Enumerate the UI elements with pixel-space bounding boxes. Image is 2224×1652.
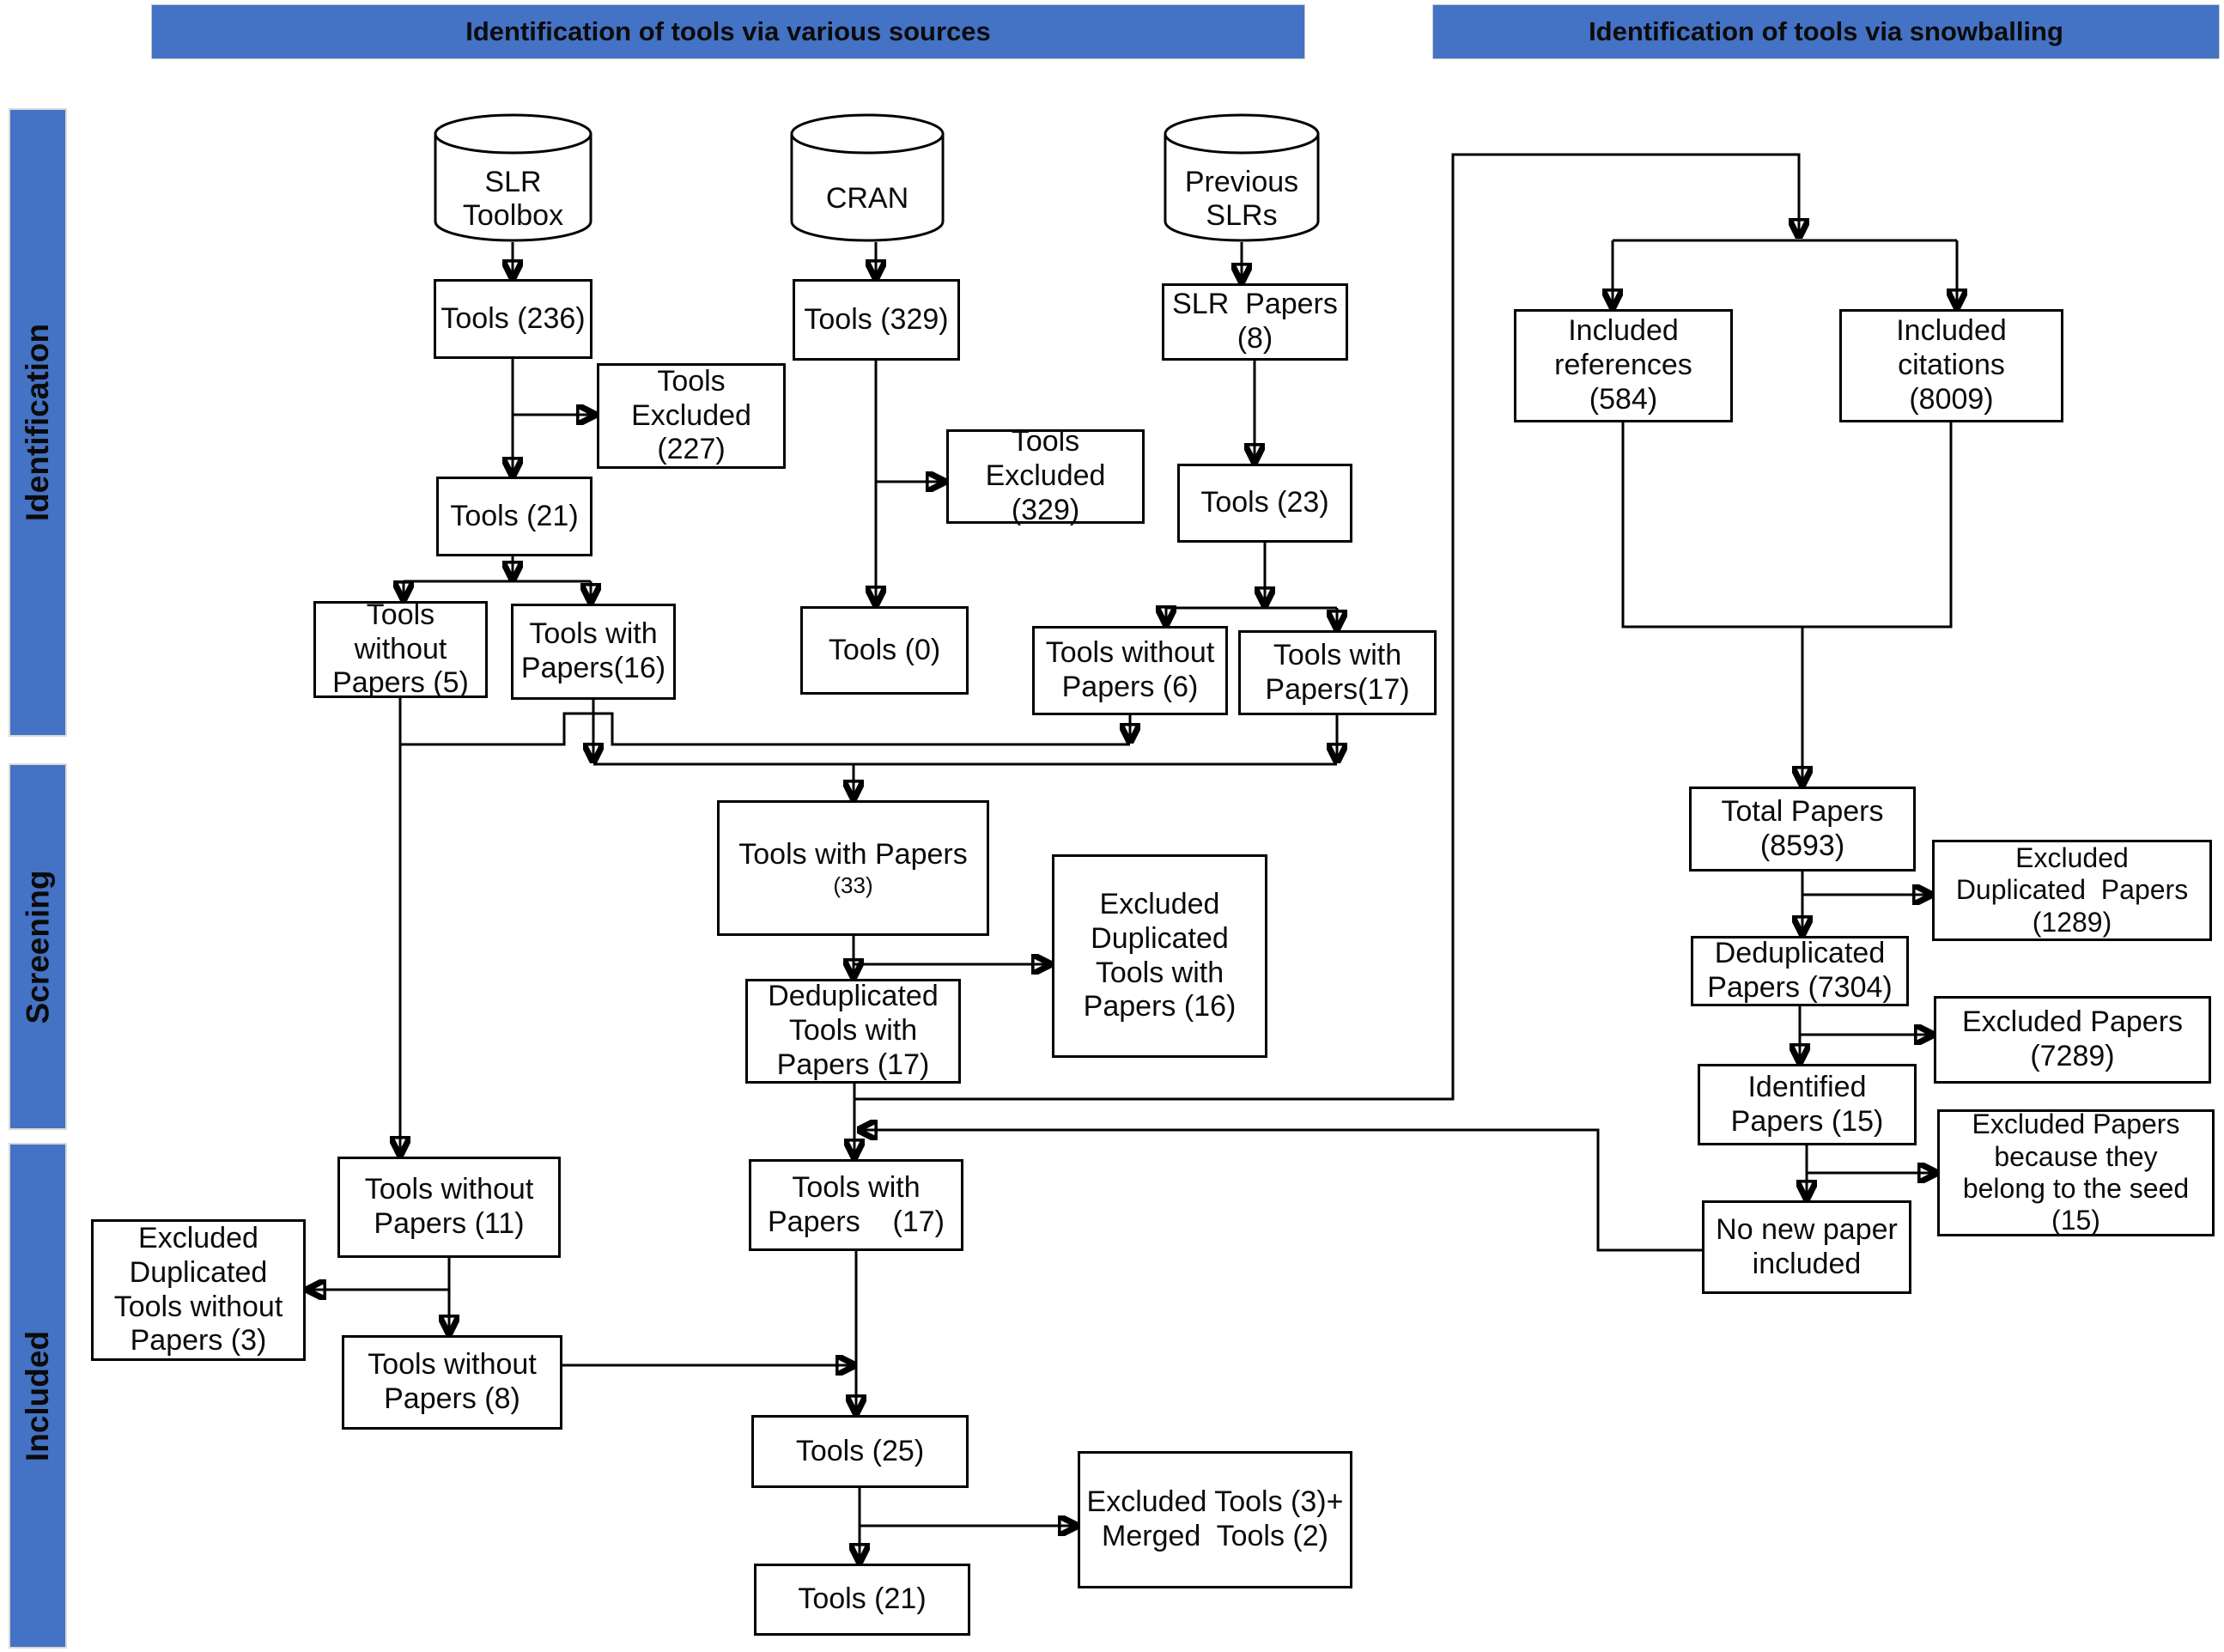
banner-snowballing: Identification of tools via snowballing: [1432, 4, 2220, 59]
node-tools-23: Tools (23): [1177, 464, 1352, 543]
phase-identification: Identification: [9, 108, 67, 737]
phase-screening: Screening: [9, 763, 67, 1130]
node-tools-without-papers-11: Tools without Papers (11): [337, 1157, 561, 1258]
cylinder-slr-toolbox: SLR Toolbox: [434, 112, 592, 242]
node-tools-without-papers-6: Tools without Papers (6): [1032, 626, 1228, 715]
node-tools-with-papers-16: Tools with Papers(16): [511, 604, 676, 700]
node-tools-329: Tools (329): [793, 279, 960, 361]
banner-sources: Identification of tools via various sour…: [151, 4, 1305, 59]
node-excluded-duplicated-tools-with-papers-16: Excluded Duplicated Tools with Papers (1…: [1052, 854, 1267, 1058]
node-included-references-584: Included references (584): [1514, 309, 1733, 422]
node-identified-papers-15: Identified Papers (15): [1698, 1064, 1917, 1145]
database-cylinder-icon: [1164, 113, 1320, 242]
cylinder-previous-slrs-label: Previous SLRs: [1184, 165, 1299, 232]
node-tools-with-papers-33-title: Tools with Papers: [738, 837, 968, 871]
node-tools-21-final: Tools (21): [754, 1564, 970, 1636]
phase-included: Included: [9, 1143, 67, 1649]
node-tools-with-papers-33: Tools with Papers (33): [717, 800, 989, 936]
node-tools-21: Tools (21): [436, 477, 592, 556]
node-excluded-papers-seed-15: Excluded Papers because they belong to t…: [1937, 1108, 2215, 1236]
node-excluded-duplicated-tools-without-papers-3: Excluded Duplicated Tools without Papers…: [91, 1219, 306, 1361]
node-deduplicated-tools-with-papers-17: Deduplicated Tools with Papers (17): [745, 979, 961, 1084]
cylinder-cran: CRAN: [790, 112, 945, 242]
database-cylinder-icon: [790, 113, 945, 242]
node-tools-excluded-329: Tools Excluded (329): [946, 425, 1145, 526]
node-excluded-papers-7289: Excluded Papers (7289): [1934, 996, 2211, 1084]
cylinder-previous-slrs: Previous SLRs: [1164, 112, 1320, 242]
node-included-citations-8009: Included citations (8009): [1839, 309, 2063, 422]
node-tools-with-papers-17-source: Tools with Papers(17): [1238, 630, 1437, 715]
node-total-papers-8593: Total Papers (8593): [1689, 787, 1916, 872]
node-tools-with-papers-33-count: (33): [833, 872, 873, 898]
node-tools-without-papers-5: Tools without Papers (5): [313, 598, 488, 699]
node-excluded-merged-tools: Excluded Tools (3)+ Merged Tools (2): [1078, 1451, 1352, 1588]
node-tools-236: Tools (236): [434, 279, 592, 359]
node-no-new-paper-included: No new paper included: [1702, 1200, 1911, 1294]
node-tools-without-papers-8: Tools without Papers (8): [342, 1335, 562, 1430]
node-tools-25: Tools (25): [751, 1415, 969, 1488]
cylinder-slr-toolbox-label: SLR Toolbox: [462, 165, 564, 232]
node-tools-0: Tools (0): [800, 606, 969, 695]
node-slr-papers-8: SLR Papers (8): [1162, 283, 1348, 361]
node-tools-with-papers-17-included: Tools with Papers (17): [749, 1159, 963, 1251]
node-excluded-duplicated-papers-1289: Excluded Duplicated Papers (1289): [1932, 840, 2212, 941]
node-deduplicated-papers-7304: Deduplicated Papers (7304): [1691, 936, 1909, 1006]
database-cylinder-icon: [434, 113, 592, 242]
cylinder-cran-label: CRAN: [825, 182, 909, 216]
connector-lines: [311, 153, 1957, 1558]
node-tools-excluded-227: Tools Excluded (227): [597, 363, 786, 469]
